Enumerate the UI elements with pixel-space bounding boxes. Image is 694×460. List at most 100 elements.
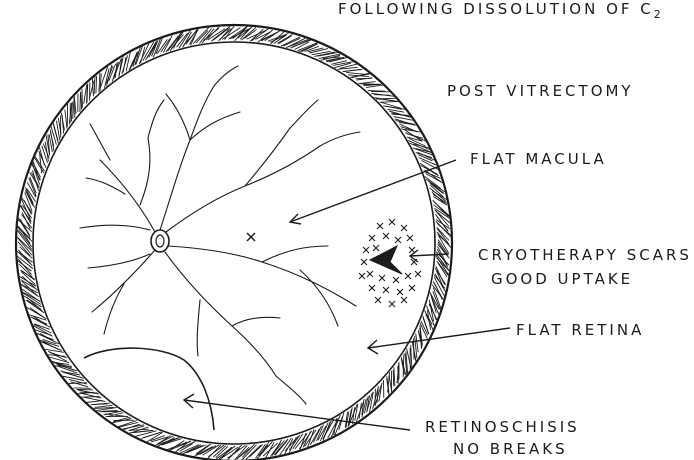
rim-hatch <box>112 418 132 424</box>
rim-hatch <box>219 27 231 41</box>
cryo-scar-mark <box>408 246 416 254</box>
rim-hatch <box>170 34 184 49</box>
rim-hatch <box>419 327 422 350</box>
rim-hatch <box>36 333 54 341</box>
rim-hatch <box>104 68 110 88</box>
rim-hatch <box>202 444 220 456</box>
rim-hatch <box>432 291 441 311</box>
vessel-branch <box>196 299 201 357</box>
pointer-arrows <box>182 159 511 431</box>
rim-hatch <box>435 253 449 271</box>
rim-hatch <box>406 136 423 142</box>
rim-hatch <box>304 45 320 52</box>
optic-disc <box>150 229 170 253</box>
rim-hatch <box>437 233 450 246</box>
caption-subscript: 2 <box>653 8 664 21</box>
cryotherapy-scars <box>358 218 422 308</box>
rim-hatch <box>256 441 273 459</box>
rim-hatch <box>334 62 352 69</box>
rim-hatch <box>330 60 347 65</box>
vessel-branch <box>167 245 357 307</box>
rim-hatch <box>132 51 138 68</box>
vessel-branch <box>299 269 339 327</box>
rim-hatch <box>246 29 266 40</box>
rim-hatch <box>60 112 65 131</box>
rim-hatch <box>312 425 322 443</box>
rim-hatch <box>93 407 114 409</box>
rim-hatch <box>21 214 33 229</box>
rim-hatch <box>414 335 418 359</box>
rim-hatch <box>426 305 435 327</box>
rim-hatch <box>52 122 59 141</box>
rim-hatch <box>418 154 433 162</box>
rim-hatch <box>417 151 436 162</box>
rim-hatch <box>176 32 189 48</box>
vessel-branch <box>261 245 329 263</box>
rim-hatch <box>152 38 162 58</box>
cryo-scar-mark <box>404 272 412 280</box>
rim-hatch <box>135 430 157 437</box>
rim-hatch <box>47 134 51 154</box>
rim-hatch <box>426 309 432 330</box>
rim-hatch <box>379 98 399 102</box>
rim-hatch <box>16 259 32 272</box>
rim-hatch <box>420 320 429 336</box>
rim-hatch <box>20 283 39 294</box>
label-flat-retina: FLAT RETINA <box>516 321 645 339</box>
vessel-branch <box>231 316 281 327</box>
rim-hatch <box>270 34 287 43</box>
rim-hatch <box>436 223 452 236</box>
vessel-branch <box>91 249 156 313</box>
cryo-scar-mark <box>408 284 416 292</box>
rim-hatch <box>122 57 127 73</box>
rim-hatch <box>264 30 281 42</box>
rim-hatch <box>26 188 37 202</box>
rim-hatch <box>70 381 89 388</box>
rim-hatch <box>70 101 73 122</box>
rim-hatch <box>323 421 331 438</box>
rim-hatch <box>393 367 396 387</box>
rim-hatch <box>199 445 217 455</box>
rim-hatch <box>358 403 362 419</box>
rim-hatch <box>409 142 432 153</box>
rim-hatch <box>381 102 403 109</box>
rim-hatch <box>193 443 212 458</box>
rim-hatch <box>22 292 42 305</box>
rim-hatch <box>16 236 33 256</box>
rim-outer-edge <box>14 23 454 460</box>
rim-hatch <box>431 297 437 314</box>
rim-hatch <box>404 353 408 376</box>
rim-hatch <box>356 77 373 81</box>
rim-hatch <box>337 66 358 70</box>
rim-hatch <box>425 314 434 331</box>
rim-hatch <box>19 252 33 263</box>
rim-hatch <box>38 147 45 166</box>
vessel-branch <box>165 93 191 141</box>
cryo-scar-mark <box>372 244 380 252</box>
rim-hatch <box>436 228 449 244</box>
rim-hatch <box>160 38 171 53</box>
rim-hatch <box>234 26 248 42</box>
rim-hatch <box>142 41 155 62</box>
rim-hatch <box>302 431 311 448</box>
rim-hatch <box>26 182 37 198</box>
rim-hatch <box>347 409 352 427</box>
rim-hatch <box>181 444 202 455</box>
rim-hatch <box>90 403 108 406</box>
rim-hatch <box>429 182 444 194</box>
retinoschisis-outline <box>83 347 215 431</box>
rim-hatch <box>98 409 118 413</box>
rim-hatch <box>108 63 117 82</box>
rim-hatch <box>278 35 292 45</box>
rim-hatch <box>45 348 64 353</box>
rim-hatch <box>352 407 355 424</box>
rim-hatch <box>18 263 33 278</box>
rim-hatch <box>73 95 77 114</box>
rim-hatch <box>366 395 370 413</box>
rim-hatch <box>20 270 35 280</box>
rim-hatch <box>117 420 137 428</box>
rim-hatch <box>32 162 41 178</box>
rim-hatch <box>72 97 75 119</box>
rim-hatch <box>435 219 451 230</box>
